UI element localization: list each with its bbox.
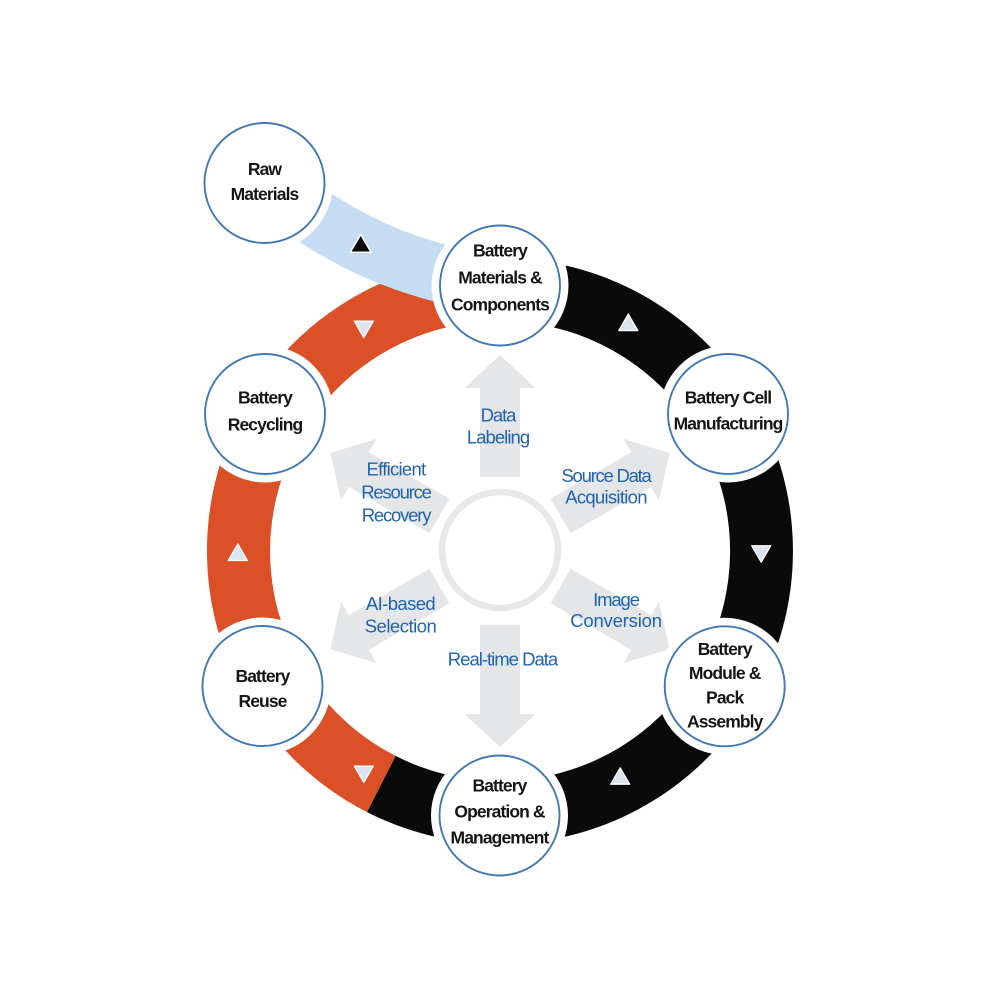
svg-text:Source Data: Source Data [561, 465, 652, 486]
svg-text:Materials &: Materials & [458, 268, 543, 288]
svg-text:Labeling: Labeling [467, 427, 530, 448]
svg-text:Pack: Pack [706, 687, 744, 707]
svg-text:Data: Data [481, 404, 517, 425]
svg-text:Recycling: Recycling [228, 415, 303, 435]
svg-text:AI-based: AI-based [366, 593, 436, 614]
svg-text:Battery: Battery [698, 639, 753, 659]
svg-text:Operation &: Operation & [454, 802, 546, 822]
svg-text:Image: Image [593, 589, 640, 610]
svg-text:Battery: Battery [472, 776, 527, 796]
svg-text:Battery: Battery [235, 666, 290, 686]
svg-text:Module &: Module & [689, 663, 762, 683]
svg-text:Raw: Raw [248, 159, 283, 179]
svg-text:Reuse: Reuse [238, 691, 287, 711]
svg-text:Battery: Battery [238, 387, 293, 407]
svg-text:Assembly: Assembly [687, 712, 764, 732]
svg-text:Efficient: Efficient [367, 459, 426, 480]
svg-text:Materials: Materials [231, 184, 300, 204]
svg-text:Manufacturing: Manufacturing [674, 414, 783, 434]
svg-text:Battery: Battery [473, 241, 528, 261]
svg-text:Acquisition: Acquisition [565, 486, 647, 507]
svg-text:Components: Components [451, 295, 550, 315]
svg-text:Real-time Data: Real-time Data [448, 649, 559, 670]
svg-text:Selection: Selection [365, 616, 437, 637]
svg-text:Resource: Resource [361, 482, 431, 503]
svg-text:Battery Cell: Battery Cell [685, 387, 771, 407]
svg-text:Recovery: Recovery [362, 504, 432, 525]
svg-text:Conversion: Conversion [570, 610, 662, 631]
svg-text:Management: Management [451, 828, 550, 848]
